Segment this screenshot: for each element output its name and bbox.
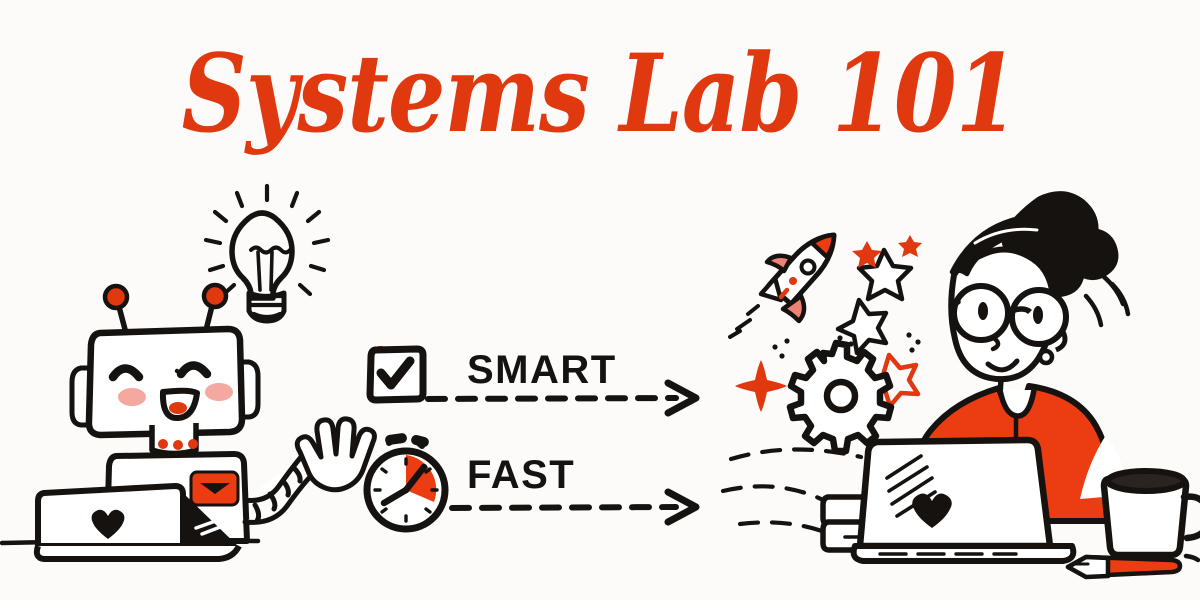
pencil-icon (1065, 554, 1183, 580)
robot-laptop (33, 483, 242, 562)
earring-icon (1037, 348, 1055, 366)
heart-sticker-right (912, 493, 952, 528)
dashed-arrow-fast (449, 504, 679, 511)
rocket-icon (728, 232, 837, 339)
robot-cheek-right (205, 383, 233, 401)
gear-icon (786, 339, 895, 455)
right-scene (720, 191, 1200, 580)
heart-sticker-left (91, 509, 125, 539)
robot-waving-arm (242, 416, 377, 525)
robot-ears (69, 359, 261, 428)
robot-antennae (102, 282, 229, 336)
dashed-arrow-smart (425, 395, 679, 402)
robot-head (85, 325, 246, 439)
desk-line-right (1183, 553, 1200, 563)
robot-cheek-left (118, 388, 146, 406)
sparkle-icon (735, 235, 922, 412)
idea-lightbulb (203, 183, 331, 324)
person-laptop (850, 436, 1077, 564)
stopwatch-icon (363, 433, 449, 533)
step-smart[interactable] (366, 345, 700, 417)
left-scene (0, 183, 377, 562)
center-steps (363, 345, 700, 533)
coffee-mug (1100, 468, 1200, 559)
star-outline-icon (835, 247, 914, 356)
person-fringe (949, 213, 1079, 277)
robot-neck (149, 423, 199, 457)
step-fast[interactable] (363, 433, 700, 533)
